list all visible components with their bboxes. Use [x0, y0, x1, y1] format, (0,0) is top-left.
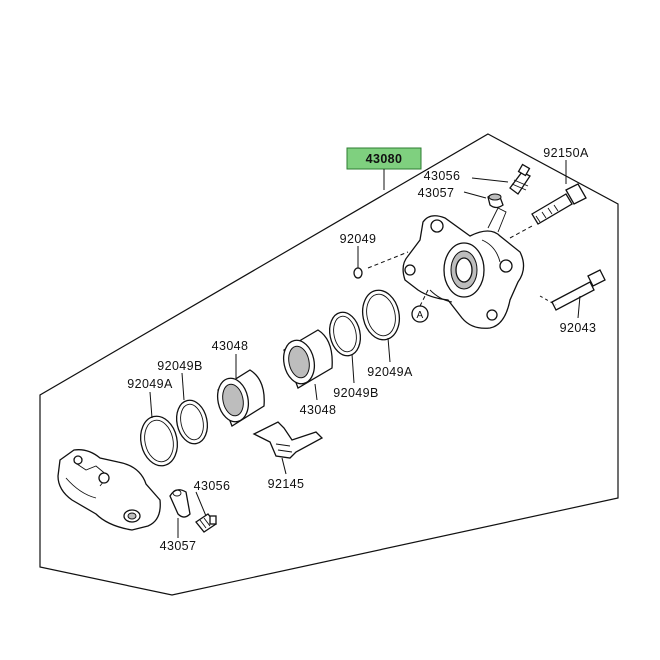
assembly-number: 43080 [366, 152, 403, 166]
slide-pin [551, 269, 606, 311]
bleeder-cap-bottom [169, 489, 191, 518]
label-92049B-left: 92049B [157, 359, 203, 373]
assembly-frame [39, 133, 619, 596]
label-92049A-right: 92049A [367, 365, 413, 379]
label-92049-top: 92049 [340, 232, 377, 246]
label-43048-lower: 43048 [300, 403, 337, 417]
o-ring-small [353, 267, 363, 279]
caliper-housing [402, 207, 525, 329]
caliper-holder [57, 449, 161, 531]
label-43057-top: 43057 [418, 186, 455, 200]
piston-right [282, 329, 333, 389]
label-43057-bottom: 43057 [160, 539, 197, 553]
label-43056-bottom: 43056 [194, 479, 231, 493]
callout-A: A [411, 305, 429, 323]
dust-seal-92049B-left [175, 399, 209, 445]
callout-A-text: A [416, 310, 423, 321]
piston-seal-92049A-left [139, 415, 179, 467]
label-43048-upper: 43048 [212, 339, 249, 353]
label-92043: 92043 [560, 321, 597, 335]
pad-spring [252, 421, 324, 459]
assembly-number-badge[interactable]: 43080 [346, 147, 422, 170]
bleeder-cap-top [487, 193, 504, 209]
label-92049B-right: 92049B [333, 386, 379, 400]
piston-seal-92049A-right [361, 289, 401, 341]
label-43056-top: 43056 [424, 169, 461, 183]
label-92145: 92145 [268, 477, 305, 491]
bleeder-valve-top [509, 163, 531, 195]
bleeder-valve-bottom [195, 513, 217, 533]
label-92049A-left: 92049A [127, 377, 173, 391]
dust-seal-92049B-right [328, 311, 362, 357]
pad-pin-bolt [531, 183, 587, 225]
label-92150A: 92150A [543, 146, 589, 160]
piston-left [216, 369, 265, 427]
